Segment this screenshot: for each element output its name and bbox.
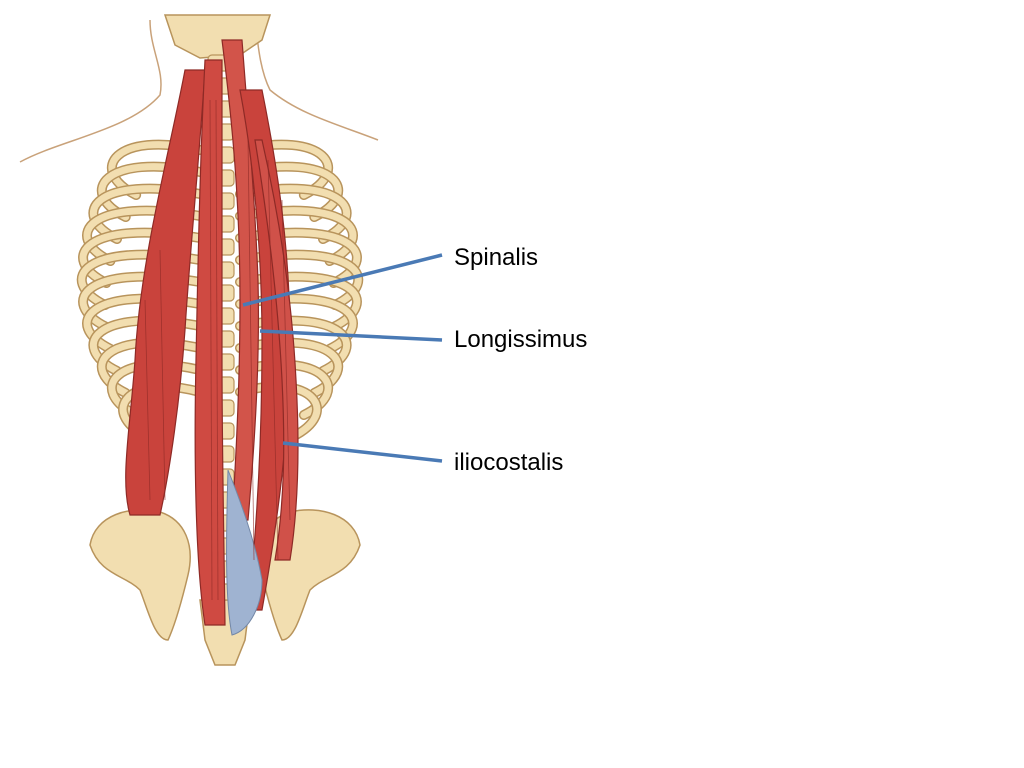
leader-line-iliocostalis <box>282 441 443 463</box>
body-outline <box>19 19 379 163</box>
erector-spinae-muscles <box>125 39 299 636</box>
label-spinalis: Spinalis <box>454 244 539 271</box>
leader-line-longissimus <box>259 329 443 342</box>
skull-base <box>163 14 272 59</box>
label-longissimus: Longissimus <box>454 326 588 353</box>
leader-line-spinalis <box>242 253 443 307</box>
label-iliocostalis: iliocostalis <box>454 449 564 476</box>
leader-lines <box>242 253 443 463</box>
